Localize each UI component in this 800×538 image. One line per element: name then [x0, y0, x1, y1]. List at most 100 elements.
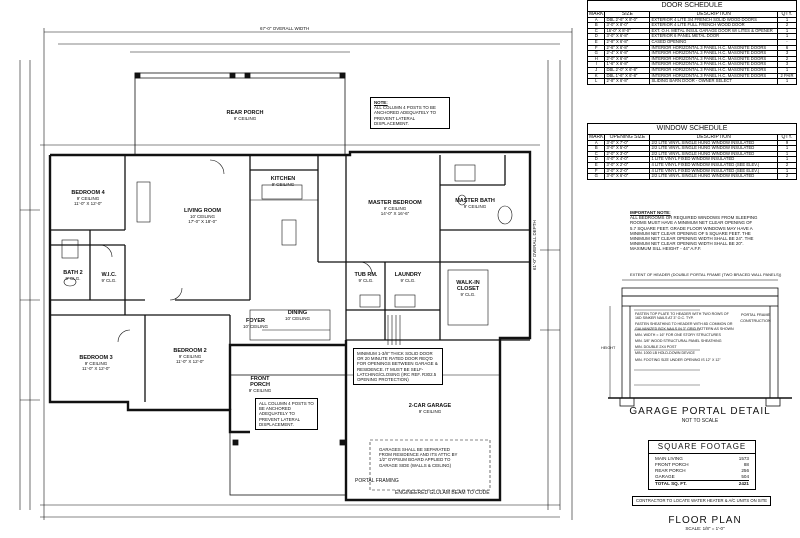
portal-detail-title: GARAGE PORTAL DETAIL: [629, 406, 771, 417]
room-name: LAUNDRY: [394, 272, 422, 278]
col-qty: QTY.: [777, 11, 797, 18]
room-size: 11'-0" X 12'-0": [175, 359, 205, 364]
note-text: ALL BEDROOMS OR REQUIRED WINDOWS FROM SL…: [630, 215, 758, 252]
cell-description: SLIDING BARN DOOR - OWNER SELECT: [649, 78, 778, 85]
col-opening-size: OPENING SIZE: [604, 134, 651, 141]
square-footage-row: TOTAL SQ. FT.2421: [655, 480, 749, 487]
room-name: BEDROOM 3: [79, 355, 113, 361]
room-ceiling: 9' CEILING: [383, 206, 407, 211]
cell-qty: 2 PAIR: [777, 72, 797, 80]
room-kitchen: KITCHEN 9' CEILING: [258, 176, 308, 187]
portal-detail-scale: NOT TO SCALE: [681, 418, 719, 424]
sqft-value: 504: [741, 474, 749, 479]
room-name: WALK-IN CLOSET: [456, 280, 480, 292]
cell-description: INTERIOR HORIZONTAL 3 PANEL H.C. MASONIT…: [649, 55, 778, 63]
cell-description: INTERIOR HORIZONTAL 3 PANEL H.C. MASONIT…: [649, 72, 778, 80]
dimension-lines: [19, 28, 573, 520]
room-name: W.I.C.: [101, 272, 117, 278]
cell-mark: L: [586, 78, 606, 85]
room-ceiling: 9' CEILING: [233, 116, 257, 121]
room-bedroom-3: BEDROOM 3 9' CEILING 11'-0" X 12'-0": [66, 355, 126, 371]
cell-mark: A: [586, 16, 606, 24]
garage-door-note: MINIMUM 1-3/8" THICK SOLID DOOR OR 20 MI…: [353, 348, 443, 386]
plan-scale: SCALE: 1/8" = 1'-0": [685, 526, 725, 531]
portal-notes: FASTEN TOP PLATE TO HEADER WITH TWO ROWS…: [635, 312, 735, 362]
room-bedroom-2: BEDROOM 2 9' CEILING 11'-0" X 12'-0": [160, 348, 220, 364]
room-ceiling: 10' CEILING: [189, 214, 216, 219]
room-name: 2-CAR GARAGE: [408, 403, 452, 409]
window-schedule-table: WINDOW SCHEDULE MARK OPENING SIZE DESCRI…: [586, 123, 797, 180]
room-name: TUB RM.: [354, 272, 378, 278]
cell-description: EXT. O.H. METAL INSUL GARAGE DOOR W/ LIT…: [649, 27, 778, 35]
room-laundry: LAUNDRY 9' CLG.: [388, 272, 428, 283]
cell-qty: 2: [777, 22, 797, 29]
room-garage: 2-CAR GARAGE 9' CEILING: [395, 403, 465, 414]
room-front-porch: FRONT PORCH 9' CEILING: [240, 376, 280, 393]
room-bath-2: BATH 2 9' CLG.: [58, 270, 88, 281]
note-text: MINIMUM 1-3/8" THICK SOLID DOOR OR 20 MI…: [357, 351, 438, 383]
room-living-room: LIVING ROOM 10' CEILING 17'-0" X 18'-0": [170, 208, 235, 224]
room-size: 11'-0" X 12'-0": [81, 366, 111, 371]
room-ceiling: 9' CEILING: [418, 409, 442, 414]
room-ceiling: 10' CEILING: [284, 316, 311, 321]
cell-description: INTERIOR HORIZONTAL 3 PANEL H.C. MASONIT…: [649, 61, 778, 68]
cell-mark: B: [586, 22, 606, 29]
cell-mark: J: [586, 66, 606, 74]
cell-description: 4 LITE VINYL FIXED WINDOW INSULATED (SEE…: [649, 162, 778, 169]
square-footage-row: GARAGE 504: [655, 474, 749, 480]
room-ceiling: 9' CEILING: [76, 196, 100, 201]
room-ceiling: 9' CEILING: [463, 204, 487, 209]
front-column-note: ALL COLUMN 4 POSTS TO BE ANCHORED ADEQUA…: [255, 398, 318, 431]
cell-mark: I: [586, 61, 606, 68]
overall-width-label: 67'-0" OVERALL WIDTH: [260, 26, 310, 31]
room-name: BEDROOM 4: [71, 190, 105, 196]
room-foyer: FOYER 10' CEILING: [238, 318, 273, 329]
room-tub-rm: TUB RM. 9' CLG.: [350, 272, 382, 283]
room-ceiling: 9' CLG.: [65, 276, 81, 281]
room-wic: W.I.C. 9' CLG.: [95, 272, 123, 283]
room-name: DINING: [287, 310, 308, 316]
cell-description: INTERIOR HORIZONTAL 3 PANEL H.C. MASONIT…: [649, 44, 778, 52]
room-ceiling: 9' CEILING: [271, 182, 295, 187]
door-schedule-table: DOOR SCHEDULE MARK SIZE DESCRIPTION QTY.…: [586, 0, 797, 85]
room-rear-porch: REAR PORCH 9' CEILING: [215, 110, 275, 121]
interior-walls: [50, 155, 530, 402]
cell-description: INTERIOR HORIZONTAL 3 PANEL H.C. MASONIT…: [649, 50, 778, 57]
sqft-label: GARAGE: [655, 474, 675, 479]
cell-mark: K: [586, 72, 606, 80]
sqft-label: MAIN LIVING: [655, 456, 683, 461]
height-label: HEIGHT: [601, 346, 616, 350]
cell-size: DBL 1'-6" X 6'-8": [604, 72, 651, 80]
room-ceiling: 9' CLG.: [460, 292, 476, 297]
portal-note: MIN. FOOTING SIZE UNDER OPENING IS 12" X…: [635, 357, 721, 362]
glulam-beam-label: ENGINEERED GLULAM BEAM TO CODE: [395, 490, 490, 496]
cell-description: 4 LITE VINYL FIXED WINDOW INSULATED (SEE…: [649, 167, 778, 175]
cell-size: 3'-0" X 6'-0": [604, 173, 651, 180]
portal-note: MIN. WIDTH = 16" FOR ONE STORY STRUCTURE…: [635, 332, 721, 337]
room-name: BEDROOM 2: [173, 348, 207, 354]
room-name: REAR PORCH: [226, 110, 264, 116]
sqft-label: REAR PORCH: [655, 468, 686, 473]
portal-note: FASTEN TOP PLATE TO HEADER WITH TWO ROWS…: [635, 312, 729, 321]
room-ceiling: 10' CEILING: [242, 324, 269, 329]
col-mark: MARK: [586, 134, 606, 141]
cell-qty: 1: [777, 66, 797, 74]
cell-qty: 2: [777, 173, 797, 180]
cell-qty: 1: [777, 16, 797, 24]
cell-mark: G: [586, 173, 606, 180]
fixtures: [61, 159, 513, 491]
sqft-label: TOTAL SQ. FT.: [655, 481, 687, 486]
room-name: LIVING ROOM: [184, 208, 221, 214]
contractor-note: CONTRACTOR TO LOCATE WATER HEATER & A/C …: [632, 496, 772, 506]
